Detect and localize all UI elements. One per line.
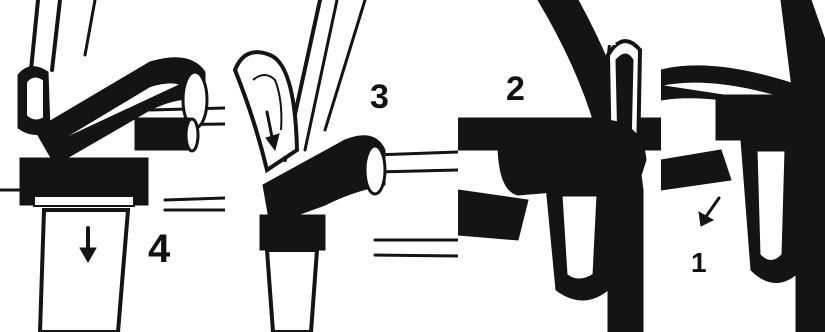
step-1-panel: 1 [661, 0, 825, 332]
step-2-panel: 2 [458, 0, 661, 332]
step-4-panel: 4 [0, 0, 225, 332]
step-2-label: 2 [506, 70, 525, 108]
step-3-label: 3 [370, 78, 389, 116]
step-1-label: 1 [691, 247, 707, 278]
down-left-arrow-icon [699, 198, 719, 226]
step-3-panel: 3 [225, 0, 458, 332]
step-4-label: 4 [148, 227, 171, 271]
